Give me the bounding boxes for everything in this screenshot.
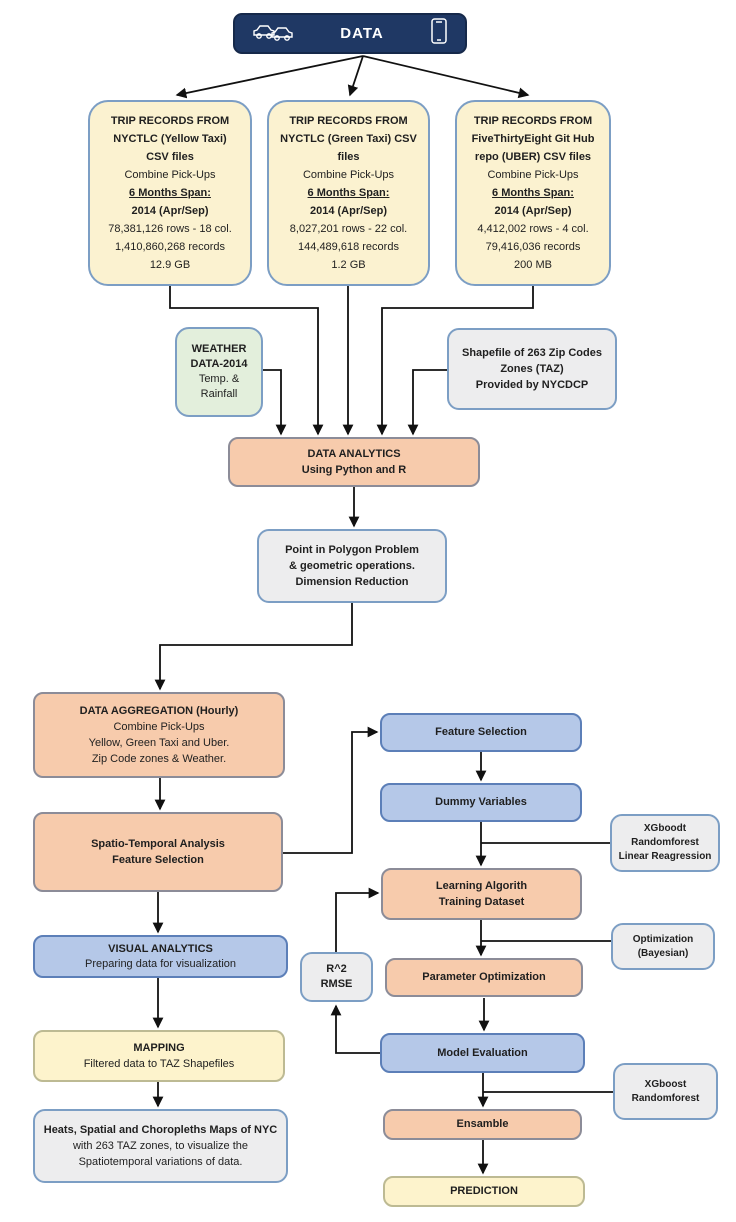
smartphone-icon: [429, 17, 449, 50]
ensemble-node: Ensamble: [383, 1109, 582, 1140]
node-text: TRIP RECORDS FROM: [289, 115, 408, 127]
node-text: Combine Pick-Ups: [487, 169, 579, 181]
data-hub-node: DATA: [233, 13, 467, 54]
node-text-rest: with 263 TAZ zones, to visualize the Spa…: [72, 1140, 249, 1168]
node-text: 1,410,860,268 records: [114, 241, 226, 253]
node-text: (Bayesian): [637, 947, 689, 959]
node-text: 78,381,126 rows - 18 col.: [108, 223, 232, 235]
node-text: Model Evaluation: [437, 1046, 528, 1059]
visual-analytics-node: VISUAL ANALYTICS Preparing data for visu…: [33, 935, 288, 978]
node-text: Learning Algorith: [435, 880, 528, 892]
node-text: Feature Selection: [112, 854, 204, 866]
node-text: Ensamble: [456, 1118, 509, 1130]
node-text: 2014 (Apr/Sep): [131, 205, 209, 217]
mapping-node: MAPPING Filtered data to TAZ Shapefiles: [33, 1030, 285, 1082]
algorithms-annotation-node: XGboodt Randomforest Linear Reagression: [610, 814, 720, 872]
node-text: Rainfall: [200, 388, 238, 400]
maps-output-node: Heats, Spatial and Choropleths Maps of N…: [33, 1109, 288, 1183]
node-text: 8,027,201 rows - 22 col.: [289, 223, 408, 235]
node-text: 6 Months Span:: [307, 187, 390, 199]
node-text: 144,489,618 records: [298, 241, 399, 253]
node-text: Shapefile of 263 Zip Codes: [462, 347, 602, 359]
node-text: Point in Polygon Problem: [285, 544, 419, 556]
node-text: 1.2 GB: [331, 259, 366, 271]
node-text: Using Python and R: [301, 464, 407, 476]
node-text: Temp. &: [198, 373, 240, 385]
ensemble-models-annotation-node: XGboost Randomforest: [613, 1063, 718, 1120]
trip-records-yellow-taxi-node: TRIP RECORDS FROM NYCTLC (Yellow Taxi) C…: [88, 100, 252, 286]
node-text: 2014 (Apr/Sep): [494, 205, 572, 217]
node-text: Zip Code zones & Weather.: [91, 753, 227, 765]
node-text: TRIP RECORDS FROM: [110, 115, 230, 127]
trip-records-green-taxi-node: TRIP RECORDS FROM NYCTLC (Green Taxi) CS…: [267, 100, 430, 286]
node-text: Preparing data for visualization: [84, 957, 237, 970]
node-text: R^2: [326, 963, 347, 975]
node-text: 79,416,036 records: [485, 241, 581, 253]
node-text: & geometric operations.: [289, 560, 415, 572]
node-text: 200 MB: [514, 259, 552, 271]
node-text: Combine Pick-Ups: [302, 169, 395, 181]
node-text: Heats, Spatial and Choropleths Maps of N…: [43, 1122, 278, 1170]
node-text: MAPPING: [133, 1042, 185, 1054]
parameter-optimization-node: Parameter Optimization: [385, 958, 583, 997]
node-text: XGboodt: [643, 823, 687, 834]
learning-algorithm-node: Learning Algorith Training Dataset: [381, 868, 582, 920]
node-text: DATA AGGREGATION (Hourly): [79, 705, 239, 717]
data-analytics-node: DATA ANALYTICS Using Python and R: [228, 437, 480, 487]
node-text: Provided by NYCDCP: [475, 379, 589, 391]
node-text: 6 Months Span:: [492, 187, 574, 199]
node-text-bold: Heats, Spatial and Choropleths Maps of N…: [43, 1124, 278, 1136]
bayesian-optimization-annotation-node: Optimization (Bayesian): [611, 923, 715, 970]
node-text: 2014 (Apr/Sep): [309, 205, 388, 217]
node-text: 6 Months Span:: [129, 187, 211, 199]
node-text: Combine Pick-Ups: [124, 169, 216, 181]
node-text: files: [337, 151, 360, 163]
node-text: NYCTLC (Green Taxi) CSV: [280, 133, 417, 145]
node-text: repo (UBER) CSV files: [474, 151, 592, 163]
node-text: PREDICTION: [450, 1185, 518, 1197]
node-text: DATA ANALYTICS: [307, 448, 401, 460]
node-text: Parameter Optimization: [422, 971, 546, 983]
node-text: Spatio-Temporal Analysis: [91, 838, 225, 850]
node-text: Dummy Variables: [435, 796, 527, 808]
r2-rmse-node: R^2 RMSE: [300, 952, 373, 1002]
node-text: 4,412,002 rows - 4 col.: [477, 223, 589, 235]
feature-selection-node: Feature Selection: [380, 713, 582, 752]
node-text: Zones (TAZ): [500, 363, 564, 375]
prediction-node: PREDICTION: [383, 1176, 585, 1207]
node-text: RMSE: [320, 978, 353, 990]
node-text: TRIP RECORDS FROM: [473, 115, 593, 127]
node-text: VISUAL ANALYTICS: [108, 942, 213, 955]
weather-data-node: WEATHER DATA-2014 Temp. & Rainfall: [175, 327, 263, 417]
node-text: Training Dataset: [438, 896, 525, 908]
point-in-polygon-node: Point in Polygon Problem & geometric ope…: [257, 529, 447, 603]
node-text: 12.9 GB: [149, 259, 191, 271]
shapefile-node: Shapefile of 263 Zip Codes Zones (TAZ) P…: [447, 328, 617, 410]
model-evaluation-node: Model Evaluation: [380, 1033, 585, 1073]
node-text: Randomforest: [631, 1092, 700, 1104]
dummy-variables-node: Dummy Variables: [380, 783, 582, 822]
trip-records-uber-node: TRIP RECORDS FROM FiveThirtyEight Git Hu…: [455, 100, 611, 286]
node-text: DATA-2014: [190, 358, 248, 370]
taxi-cars-icon: [251, 20, 295, 47]
node-text: Optimization: [632, 933, 694, 945]
node-text: Filtered data to TAZ Shapefiles: [83, 1058, 235, 1070]
node-text: CSV files: [146, 151, 194, 163]
node-text: Feature Selection: [435, 726, 527, 738]
node-text: Linear Reagression: [618, 851, 712, 862]
data-aggregation-node: DATA AGGREGATION (Hourly) Combine Pick-U…: [33, 692, 285, 778]
data-hub-label: DATA: [340, 25, 384, 42]
node-text: Yellow, Green Taxi and Uber.: [88, 737, 230, 749]
node-text: WEATHER: [191, 343, 247, 355]
spatio-temporal-analysis-node: Spatio-Temporal Analysis Feature Selecti…: [33, 812, 283, 892]
node-text: XGboost: [644, 1078, 687, 1090]
node-text: Dimension Reduction: [295, 576, 409, 588]
node-text: Combine Pick-Ups: [113, 721, 205, 733]
node-text: FiveThirtyEight Git Hub: [471, 133, 595, 145]
node-text: Randomforest: [631, 837, 699, 848]
node-text: NYCTLC (Yellow Taxi): [113, 133, 227, 145]
